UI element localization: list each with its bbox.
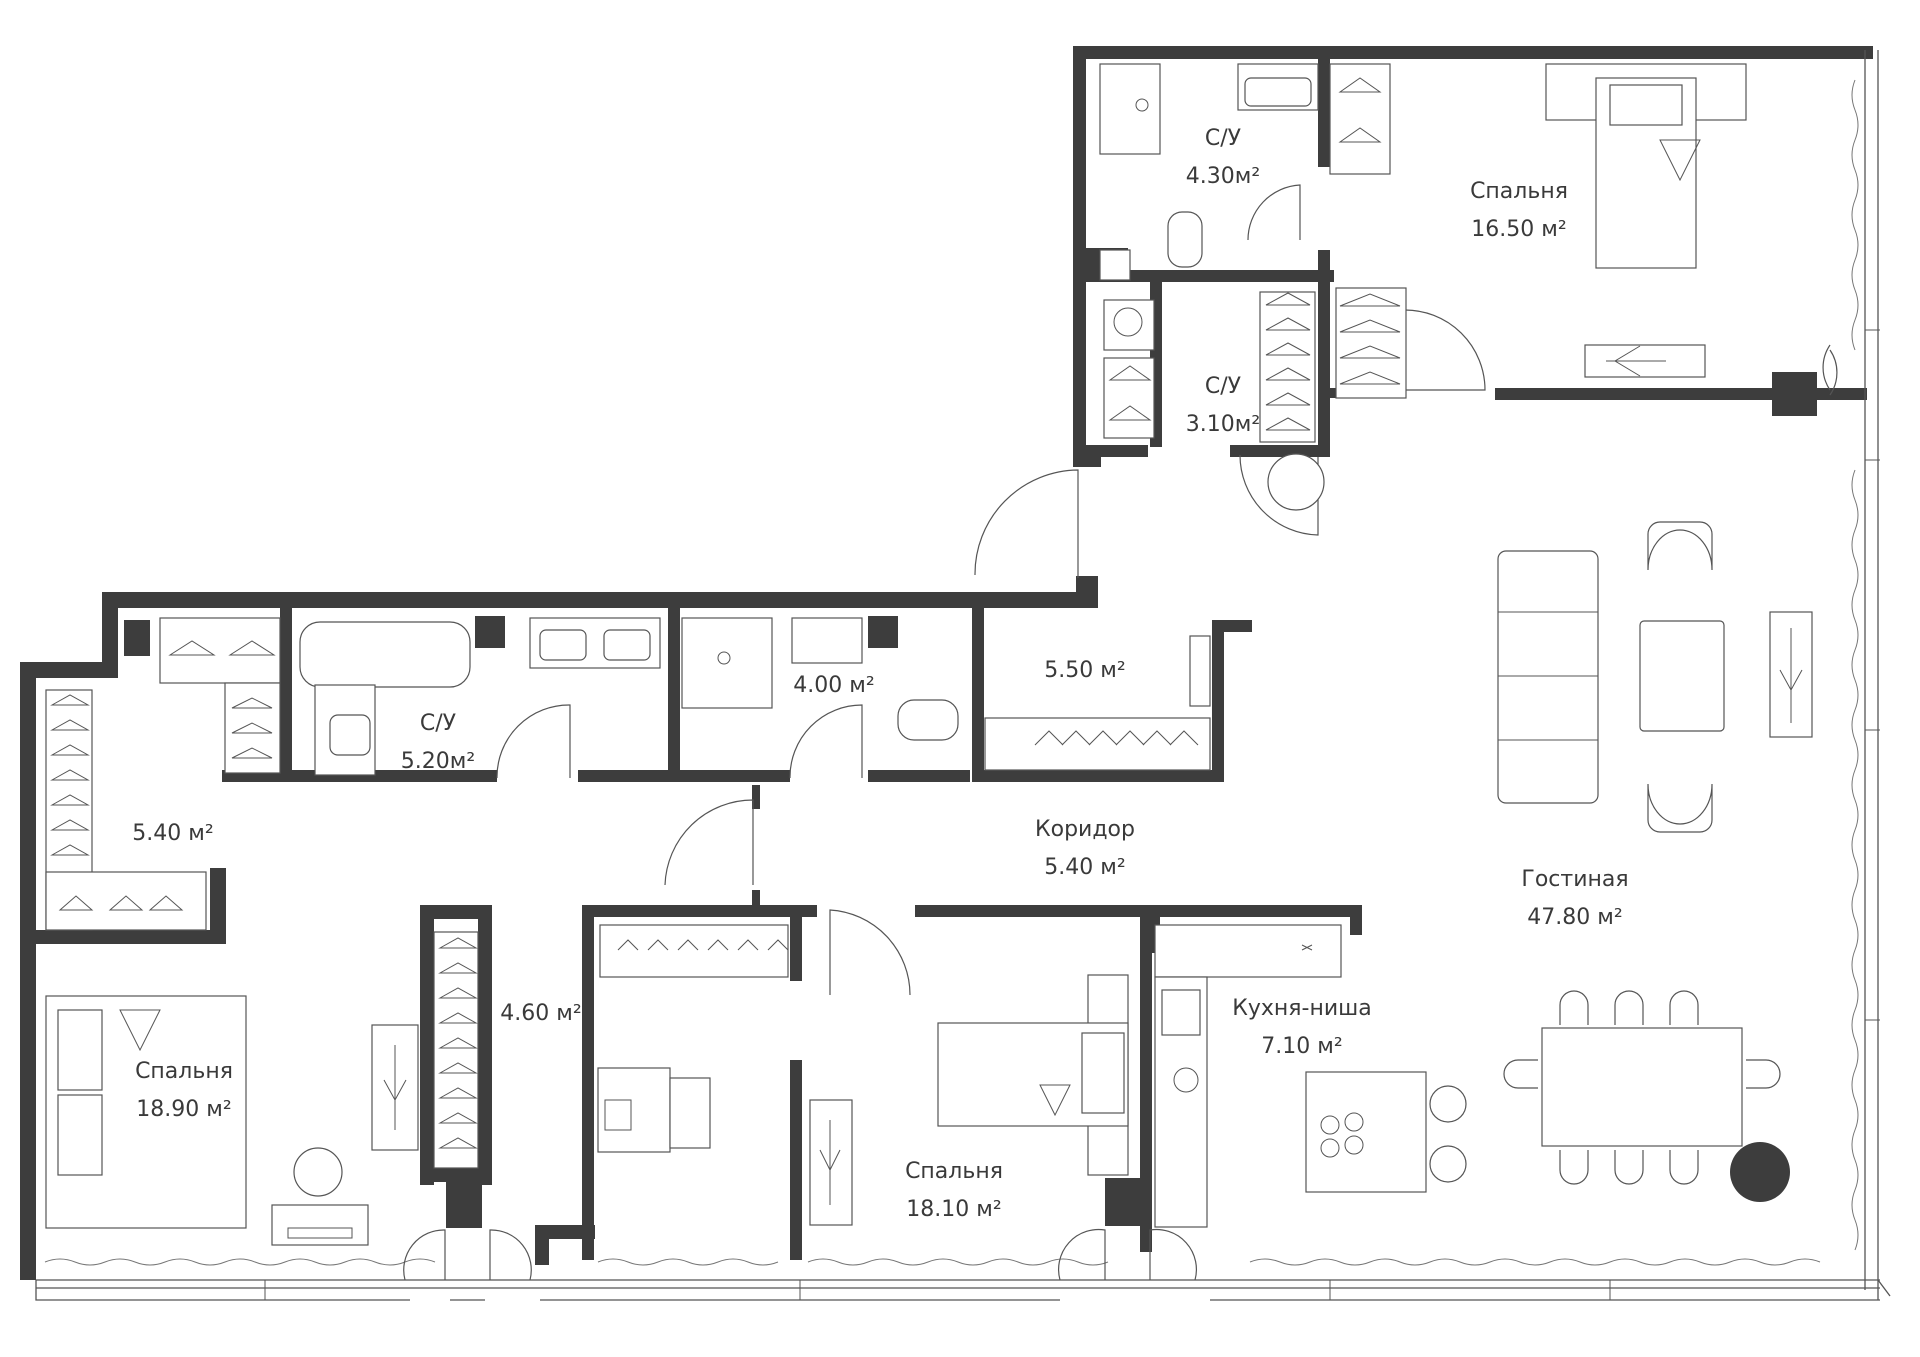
room-name: Спальня bbox=[135, 1059, 233, 1084]
room-name: Гостиная bbox=[1521, 867, 1628, 892]
room-bath-mid: С/У 3.10м² bbox=[1186, 374, 1260, 437]
room-area: 4.00 м² bbox=[793, 673, 874, 698]
room-area: 7.10 м² bbox=[1261, 1034, 1342, 1059]
room-name: Спальня bbox=[905, 1159, 1003, 1184]
room-area: 47.80 м² bbox=[1527, 905, 1622, 930]
room-area: 3.10м² bbox=[1186, 412, 1260, 437]
room-area: 4.30м² bbox=[1186, 164, 1260, 189]
room-name: С/У bbox=[1205, 126, 1242, 151]
walls bbox=[20, 46, 1873, 1280]
furniture bbox=[45, 63, 1813, 1246]
room-bath-small: 4.00 м² bbox=[793, 673, 874, 698]
room-corridor: Коридор 5.40 м² bbox=[1035, 817, 1135, 880]
room-name: Спальня bbox=[1470, 179, 1568, 204]
room-bath-top: С/У 4.30м² bbox=[1186, 126, 1260, 189]
room-area: 16.50 м² bbox=[1471, 217, 1566, 242]
room-living: Гостиная 47.80 м² bbox=[1521, 867, 1628, 930]
room-storage: 5.50 м² bbox=[1044, 658, 1125, 683]
room-name: С/У bbox=[1205, 374, 1242, 399]
room-area: 4.60 м² bbox=[500, 1001, 581, 1026]
room-bedroom-mid: Спальня 18.10 м² bbox=[905, 1159, 1003, 1222]
windows bbox=[35, 50, 1891, 1301]
room-area: 5.40 м² bbox=[132, 821, 213, 846]
room-area: 18.10 м² bbox=[906, 1197, 1001, 1222]
room-labels: С/У 4.30м² Спальня 16.50 м² С/У 3.10м² С… bbox=[132, 126, 1628, 1222]
room-kitchen: Кухня-ниша 7.10 м² bbox=[1232, 996, 1372, 1059]
room-area: 18.90 м² bbox=[136, 1097, 231, 1122]
room-bedroom-top: Спальня 16.50 м² bbox=[1470, 179, 1568, 242]
room-area: 5.40 м² bbox=[1044, 855, 1125, 880]
room-closet-left: 5.40 м² bbox=[132, 821, 213, 846]
room-closet-mid: 4.60 м² bbox=[500, 1001, 581, 1026]
room-name: Кухня-ниша bbox=[1232, 996, 1372, 1021]
room-name: С/У bbox=[420, 711, 457, 736]
room-area: 5.20м² bbox=[401, 749, 475, 774]
room-name: Коридор bbox=[1035, 817, 1135, 842]
room-bedroom-left: Спальня 18.90 м² bbox=[135, 1059, 233, 1122]
doors bbox=[403, 184, 1838, 1281]
room-bath-left: С/У 5.20м² bbox=[401, 711, 475, 774]
room-area: 5.50 м² bbox=[1044, 658, 1125, 683]
